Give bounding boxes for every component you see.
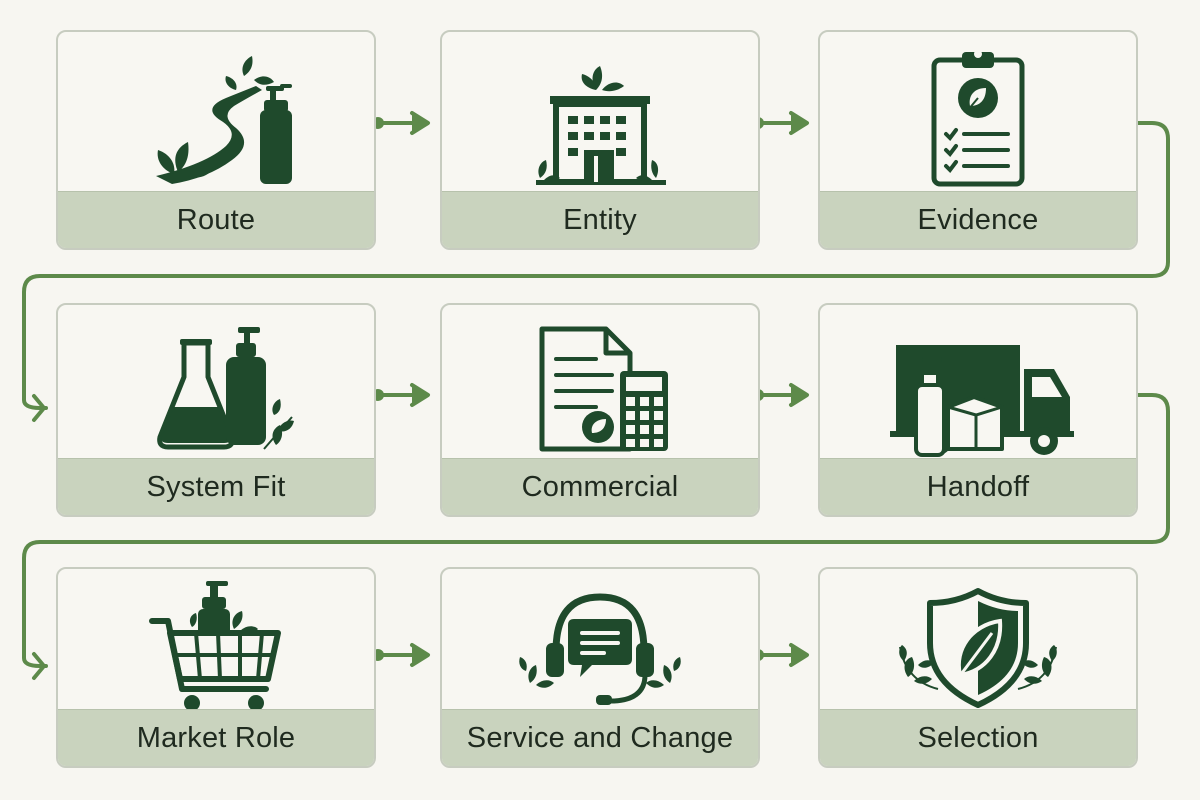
step-card-commercial[interactable]: Commercial: [440, 303, 760, 517]
arrow-route-to-entity: [376, 111, 430, 135]
step-label: Entity: [563, 203, 637, 236]
step-label-band: Service and Change: [442, 709, 758, 766]
step-label: Evidence: [917, 203, 1039, 236]
step-label-band: Entity: [442, 191, 758, 248]
document-calculator-icon: [539, 326, 668, 452]
wrap-arrow-handoff-to-marketrole: [22, 393, 1170, 668]
leaf-shield-icon: [899, 588, 1057, 708]
step-label-band: Commercial: [442, 458, 758, 515]
step-label: Selection: [917, 721, 1039, 754]
clipboard-checklist-icon: [931, 50, 1025, 187]
step-label: Handoff: [926, 470, 1030, 503]
step-card-service-and-change[interactable]: Service and Change: [440, 567, 760, 768]
step-label: Market Role: [136, 721, 296, 754]
building-icon: [536, 66, 666, 185]
step-card-route[interactable]: Route: [56, 30, 376, 250]
step-label-band: Selection: [820, 709, 1136, 766]
arrow-commercial-to-handoff: [756, 383, 809, 407]
step-card-entity[interactable]: Entity: [440, 30, 760, 250]
step-label-band: System Fit: [58, 458, 374, 515]
wrap-arrow-evidence-to-systemfit: [22, 121, 1170, 410]
step-card-system-fit[interactable]: System Fit: [56, 303, 376, 517]
shopping-cart-icon: [149, 581, 281, 711]
headset-chat-icon: [519, 593, 681, 705]
step-label-band: Evidence: [820, 191, 1136, 248]
step-label-band: Handoff: [820, 458, 1136, 515]
step-card-market-role[interactable]: Market Role: [56, 567, 376, 768]
step-label: System Fit: [146, 470, 286, 503]
flask-bottle-icon: [157, 327, 294, 450]
step-card-evidence[interactable]: Evidence: [818, 30, 1138, 250]
step-label-band: Route: [58, 191, 374, 248]
step-card-selection[interactable]: Selection: [818, 567, 1138, 768]
arrow-systemfit-to-commercial: [376, 383, 430, 407]
step-label: Service and Change: [466, 721, 734, 754]
delivery-truck-icon: [890, 345, 1074, 457]
step-card-handoff[interactable]: Handoff: [818, 303, 1138, 517]
winding-path-bottle-icon: [156, 56, 292, 184]
step-label: Route: [176, 203, 256, 236]
arrow-entity-to-evidence: [756, 111, 809, 135]
step-label-band: Market Role: [58, 709, 374, 766]
arrow-service-to-selection: [756, 643, 809, 667]
arrow-marketrole-to-service: [376, 643, 430, 667]
step-label: Commercial: [521, 470, 679, 503]
